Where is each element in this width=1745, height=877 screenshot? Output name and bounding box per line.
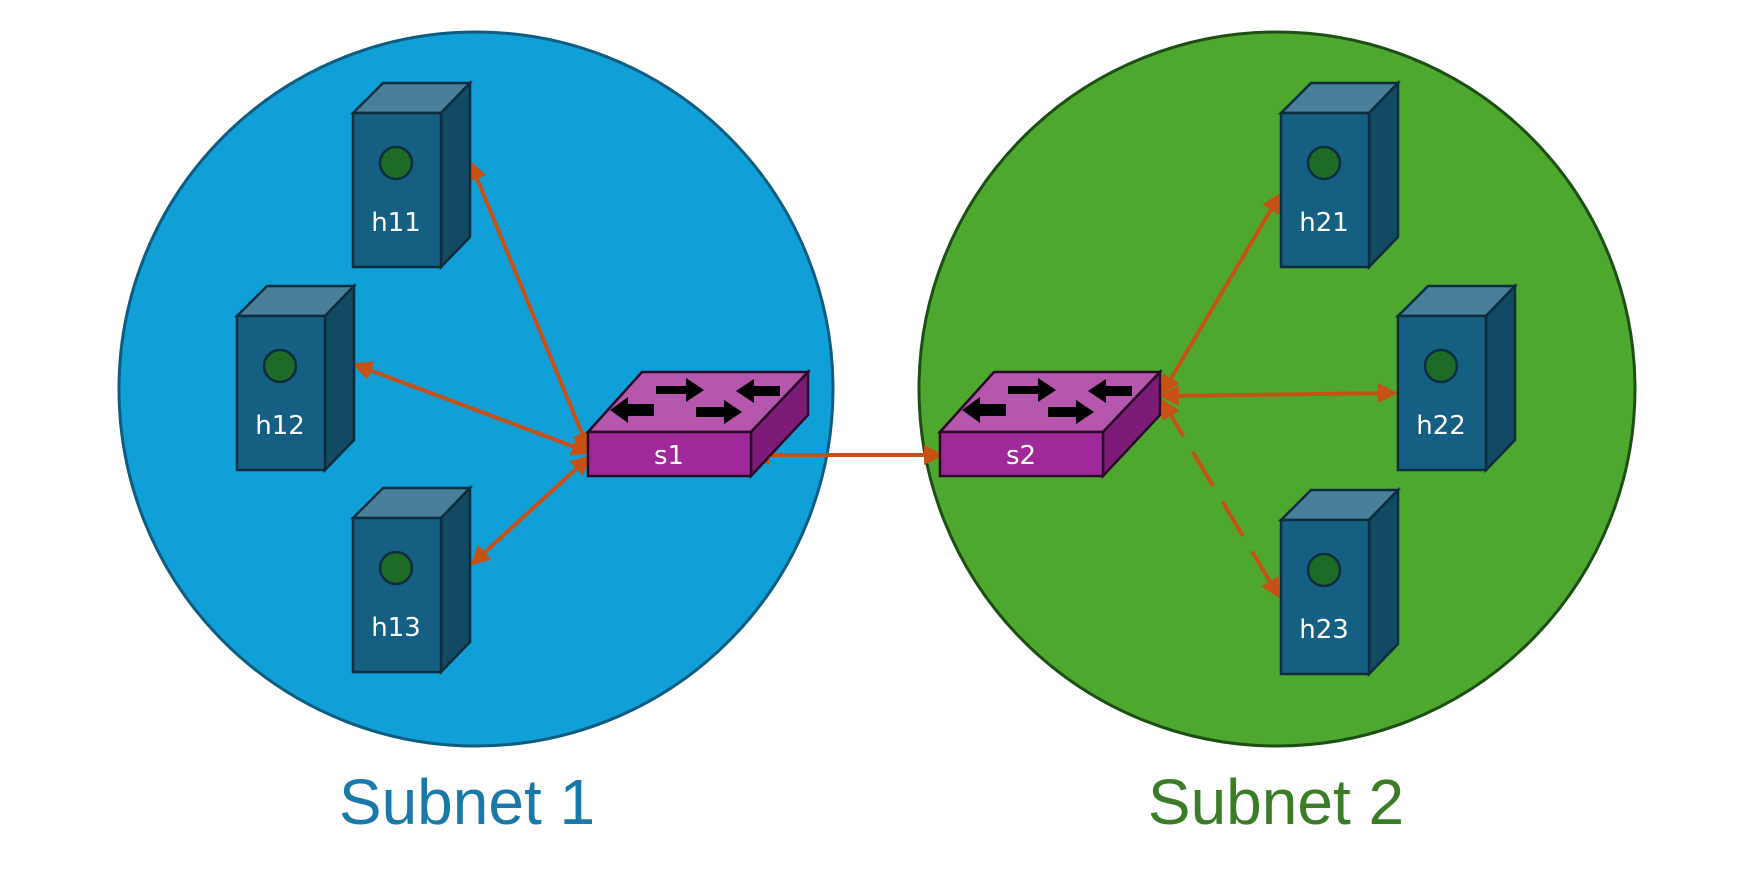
host-label: h21 <box>1299 208 1349 238</box>
links <box>352 160 1398 599</box>
host-h13[interactable]: h13 <box>349 484 473 676</box>
link-s2-h23[interactable] <box>1160 398 1281 599</box>
switch-label: s1 <box>654 441 684 471</box>
host-led-icon <box>262 348 298 384</box>
link-s1-h13[interactable] <box>470 455 591 566</box>
link-s2-h21[interactable] <box>1160 192 1282 396</box>
host-led-icon <box>1306 552 1342 588</box>
switch-s1[interactable]: s1 <box>585 368 811 480</box>
host-h12[interactable]: h12 <box>233 282 357 474</box>
host-led-icon <box>378 550 414 586</box>
subnet2-label: Subnet 2 <box>1147 766 1405 838</box>
host-led-icon <box>378 145 414 181</box>
host-front-face <box>1279 111 1371 269</box>
host-h11[interactable]: h11 <box>349 79 473 271</box>
host-side-face <box>439 484 472 676</box>
host-side-face <box>323 282 356 474</box>
host-front-face <box>1396 314 1488 472</box>
host-label: h12 <box>255 411 305 441</box>
switch-arrows-icon <box>962 378 1132 424</box>
host-side-face <box>1367 486 1400 678</box>
host-front-face <box>235 314 327 472</box>
host-label: h13 <box>371 613 421 643</box>
host-front-face <box>351 111 443 269</box>
host-label: h22 <box>1416 411 1466 441</box>
host-side-face <box>439 79 472 271</box>
host-label: h11 <box>371 208 421 238</box>
subnet1-label: Subnet 1 <box>338 766 596 838</box>
host-side-face <box>1484 282 1517 474</box>
switch-arrows-icon <box>610 378 780 424</box>
switch-label: s2 <box>1006 441 1036 471</box>
host-led-icon <box>1306 145 1342 181</box>
host-front-face <box>1279 518 1371 676</box>
host-label: h23 <box>1299 615 1349 645</box>
host-side-face <box>1367 79 1400 271</box>
link-s1-h12[interactable] <box>352 361 592 456</box>
switch-front-face <box>938 430 1105 478</box>
switch-s2[interactable]: s2 <box>937 368 1163 480</box>
host-h21[interactable]: h21 <box>1277 79 1401 271</box>
host-h23[interactable]: h23 <box>1277 486 1401 678</box>
host-led-icon <box>1423 348 1459 384</box>
host-front-face <box>351 516 443 674</box>
switch-front-face <box>586 430 753 478</box>
link-s2-h22[interactable] <box>1159 383 1398 406</box>
host-h22[interactable]: h22 <box>1394 282 1518 474</box>
